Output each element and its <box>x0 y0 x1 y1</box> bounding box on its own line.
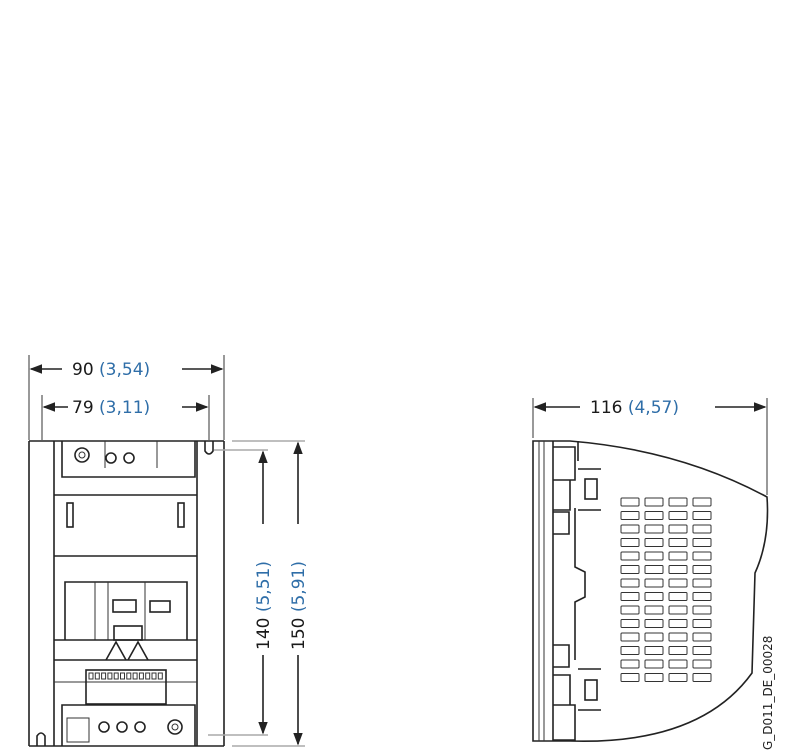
vent-slot <box>644 551 664 561</box>
vent-slot <box>668 565 688 574</box>
vent-slot <box>692 659 712 669</box>
vent-slot <box>668 497 688 507</box>
vent-slot <box>620 659 640 669</box>
terminal-pin <box>126 672 132 680</box>
vent-slot <box>620 673 640 682</box>
vent-slot <box>668 578 688 588</box>
vent-slot <box>644 592 664 601</box>
terminal-pin <box>132 672 138 680</box>
vent-slot <box>668 646 688 655</box>
vent-slot <box>644 632 664 642</box>
vent-slot <box>620 551 640 561</box>
vent-slot <box>668 524 688 534</box>
vent-slot <box>620 565 640 574</box>
vent-slot <box>620 646 640 655</box>
terminal-pin <box>101 672 107 680</box>
terminal-pin <box>94 672 100 680</box>
vent-slot <box>668 605 688 615</box>
vent-slot <box>668 551 688 561</box>
width-inner-label: 79 (3,11) <box>72 398 150 418</box>
vent-slot <box>644 605 664 615</box>
vent-slot <box>644 659 664 669</box>
vent-slot <box>644 524 664 534</box>
vent-slot <box>668 659 688 669</box>
vent-slot <box>644 646 664 655</box>
vent-slot <box>620 605 640 615</box>
vent-slot <box>620 592 640 601</box>
vent-slot <box>692 538 712 547</box>
terminal-pin <box>120 672 125 680</box>
vent-slot <box>644 565 664 574</box>
vent-slot <box>644 538 664 547</box>
terminal-pin <box>145 672 151 680</box>
vent-slot <box>644 497 664 507</box>
ventilation-grid <box>620 497 712 682</box>
vent-slot <box>692 605 712 615</box>
vent-slot <box>692 619 712 628</box>
front-view: 90 (3,54) 79 (3,11) <box>28 355 309 747</box>
terminal-pin <box>113 672 119 680</box>
vent-slot <box>668 511 688 520</box>
terminal-pin <box>151 672 157 680</box>
height-inner-label: 140 (5,51) <box>254 561 274 650</box>
terminal-pin <box>88 672 94 680</box>
vent-slot <box>644 578 664 588</box>
vent-slot <box>668 538 688 547</box>
vent-slot <box>668 592 688 601</box>
vent-slot <box>692 673 712 682</box>
vent-slot <box>692 578 712 588</box>
depth-label: 116 (4,57) <box>590 398 679 418</box>
vent-slot <box>692 646 712 655</box>
vent-slot <box>644 673 664 682</box>
vent-slot <box>620 619 640 628</box>
vent-slot <box>644 619 664 628</box>
vent-slot <box>668 619 688 628</box>
terminal-pin <box>107 672 113 680</box>
vent-slot <box>620 524 640 534</box>
vent-slot <box>692 511 712 520</box>
terminal-pin <box>157 672 163 680</box>
width-outer-label: 90 (3,54) <box>72 360 150 380</box>
vent-slot <box>620 497 640 507</box>
vent-slot <box>620 578 640 588</box>
side-view: 116 (4,57) G_D011_DE_00028 <box>532 398 775 750</box>
vent-slot <box>692 524 712 534</box>
vent-slot <box>692 632 712 642</box>
vent-slot <box>620 538 640 547</box>
vent-slot <box>644 511 664 520</box>
drawing-code: G_D011_DE_00028 <box>761 636 775 750</box>
terminal-pin <box>138 672 144 680</box>
vent-slot <box>692 551 712 561</box>
vent-slot <box>692 497 712 507</box>
height-outer-label: 150 (5,91) <box>289 561 309 650</box>
vent-slot <box>620 632 640 642</box>
vent-slot <box>668 632 688 642</box>
vent-slot <box>692 565 712 574</box>
vent-slot <box>668 673 688 682</box>
vent-slot <box>620 511 640 520</box>
vent-slot <box>692 592 712 601</box>
